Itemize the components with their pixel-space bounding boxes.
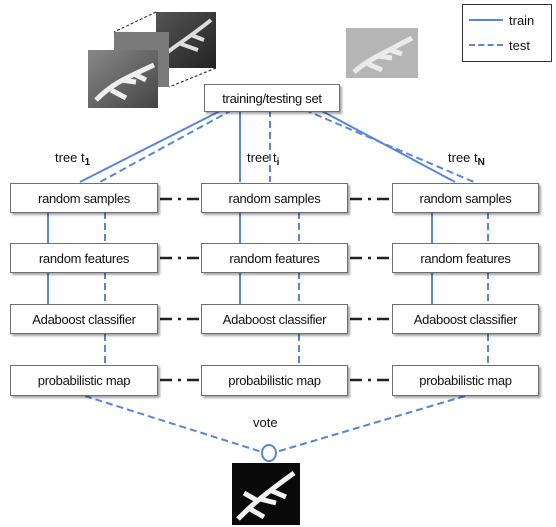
legend-train: train (469, 12, 534, 28)
training-image-stack (86, 10, 218, 110)
test-image (346, 28, 418, 78)
adaboost-classifier-box-1: Adaboost classifier (10, 304, 158, 334)
random-samples-box-1: random samples (10, 183, 158, 213)
tree-label-1: tree t1 (55, 150, 91, 168)
random-samples-box-i: random samples (201, 183, 348, 213)
legend: train test (462, 4, 552, 62)
adaboost-classifier-box-i: Adaboost classifier (201, 304, 348, 334)
probabilistic-map-box-1: probabilistic map (10, 365, 158, 396)
train-line-sample (469, 19, 503, 21)
tree-label-n: tree tN (448, 150, 485, 168)
output-map-image (232, 463, 300, 525)
probabilistic-map-box-i: probabilistic map (201, 365, 348, 396)
random-features-box-n: random features (392, 243, 539, 273)
test-line-sample (469, 44, 503, 46)
tree-label-i: tree ti (247, 150, 280, 168)
training-testing-set-box: training/testing set (204, 84, 340, 112)
probabilistic-map-box-n: probabilistic map (392, 365, 539, 396)
vote-label: vote (253, 415, 278, 430)
random-samples-box-n: random samples (392, 183, 539, 213)
adaboost-classifier-box-n: Adaboost classifier (392, 304, 539, 334)
vote-node (261, 444, 277, 462)
random-features-box-1: random features (10, 243, 158, 273)
random-features-box-i: random features (201, 243, 348, 273)
legend-test: test (469, 37, 530, 53)
